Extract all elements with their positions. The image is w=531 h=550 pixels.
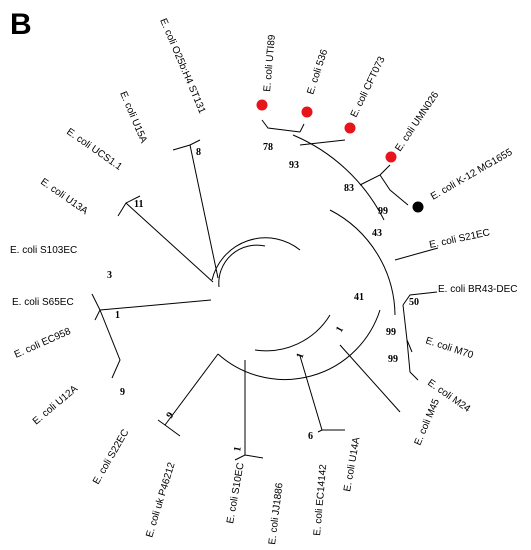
leaf-UCS1-1: E. coli UCS1.1 — [64, 126, 124, 173]
leaf-U15A: E. coli U15A — [117, 90, 149, 145]
leaf-U14A: E. coli U14A — [342, 436, 362, 492]
leaf-O25b-ST131: E. coli O25b:H4 ST131 — [157, 17, 207, 116]
branch-BR43 — [402, 291, 438, 306]
bootstrap-node-536: 93 — [289, 160, 299, 171]
branch-S21EC — [394, 247, 439, 261]
bootstrap-node-M45: 1 — [334, 325, 346, 335]
leaf-U13A: E. coli U13A — [38, 176, 90, 217]
root-arc-inner — [218, 244, 266, 288]
leaf-BR43-DEC: E. coli BR43-DEC — [438, 284, 517, 295]
bootstrap-node-left: 1 — [115, 310, 120, 321]
leaf-EC958: E. coli EC958 — [13, 326, 73, 361]
branch-K12 — [379, 174, 409, 206]
leaf-labels: E. coli O25b:H4 ST131 E. coli U15A E. co… — [10, 17, 517, 545]
bootstrap-values: 8 11 3 1 9 9 1 6 1 1 41 50 99 99 43 83 9… — [107, 142, 419, 453]
leaf-JJ1886: E. coli JJ1886 — [267, 482, 286, 546]
branch-S22EC — [164, 353, 219, 426]
branch-U14A — [299, 355, 323, 431]
bootstrap-node-U14A: 6 — [308, 431, 313, 442]
branch-CFT073 — [299, 139, 346, 146]
marker-UMN026 — [385, 151, 397, 163]
branch-ST131-fork — [172, 139, 201, 151]
leaf-EC14142: E. coli EC14142 — [312, 463, 329, 536]
leaf-UTI89: E. coli UTI89 — [262, 34, 278, 92]
leaf-S21EC: E. coli S21EC — [428, 227, 491, 251]
bootstrap-node-BR43: 50 — [409, 297, 419, 308]
leaf-M70: E. coli M70 — [424, 335, 475, 361]
leaf-M45: E. coli M45 — [413, 397, 443, 447]
bootstrap-node-CFT: 83 — [344, 183, 354, 194]
bootstrap-node-top: 43 — [372, 228, 382, 239]
bootstrap-node-M70: 99 — [386, 327, 396, 338]
bootstrap-node-right: 41 — [354, 292, 364, 303]
marker-CFT073 — [344, 122, 356, 134]
leaf-CFT073: E. coli CFT073 — [349, 55, 388, 120]
leaf-S10EC: E. coli S10EC — [225, 462, 247, 525]
branch-M45 — [339, 344, 401, 413]
root-arc-mid — [211, 237, 301, 281]
bootstrap-node-UTI89: 78 — [263, 142, 273, 153]
marker-K12 — [412, 201, 424, 213]
branch-UTI89 — [261, 119, 301, 133]
bootstrap-node-S22EC: 9 — [164, 410, 176, 420]
branch-ST131 — [189, 144, 219, 279]
branch-S22EC-fork — [157, 419, 181, 437]
bootstrap-node-root: 1 — [294, 352, 306, 360]
leaf-536: E. coli 536 — [305, 48, 330, 96]
branch-M24 — [406, 339, 419, 381]
root-arc-lower — [217, 309, 381, 381]
branch-EC958 — [99, 309, 121, 379]
branch-536 — [299, 123, 305, 133]
marker-UTI89 — [256, 99, 268, 111]
bootstrap-node-S10EC: 1 — [232, 446, 244, 453]
bootstrap-node-K12: 99 — [378, 206, 388, 217]
leaf-uk-P46212: E. coli uk P46212 — [144, 461, 177, 539]
arc-bottom-clade — [254, 314, 331, 352]
arc-right-clade — [329, 209, 396, 316]
branch-S10EC-fork — [234, 454, 264, 461]
branch-left-clade — [99, 299, 212, 311]
strain-markers — [256, 99, 424, 213]
leaf-S103EC: E. coli S103EC — [10, 245, 77, 256]
branch-left-fork — [91, 293, 101, 321]
panel-label: B — [10, 8, 32, 41]
bootstrap-node-O25b: 8 — [196, 147, 201, 158]
branch-UCS-fork — [117, 195, 141, 217]
leaf-S22EC: E. coli S22EC — [91, 428, 131, 487]
leaf-UMN026: E. coli UMN026 — [393, 90, 441, 154]
arc-top-clade — [292, 134, 385, 221]
branch-UCS — [125, 202, 214, 283]
branch-U14A-fork — [317, 429, 345, 433]
bootstrap-node-U12A: 9 — [120, 387, 125, 398]
leaf-K12-MG1655: E. coli K-12 MG1655 — [429, 147, 515, 203]
leaf-S65EC: E. coli S65EC — [12, 297, 74, 308]
branch-UMN026 — [359, 164, 391, 186]
bootstrap-node-S103: 3 — [107, 270, 112, 281]
marker-536 — [301, 106, 313, 118]
leaf-U12A: E. coli U12A — [31, 383, 80, 427]
tree-branches — [91, 119, 439, 461]
bootstrap-node-UCS: 11 — [134, 199, 143, 210]
bootstrap-node-M24: 99 — [388, 354, 398, 365]
